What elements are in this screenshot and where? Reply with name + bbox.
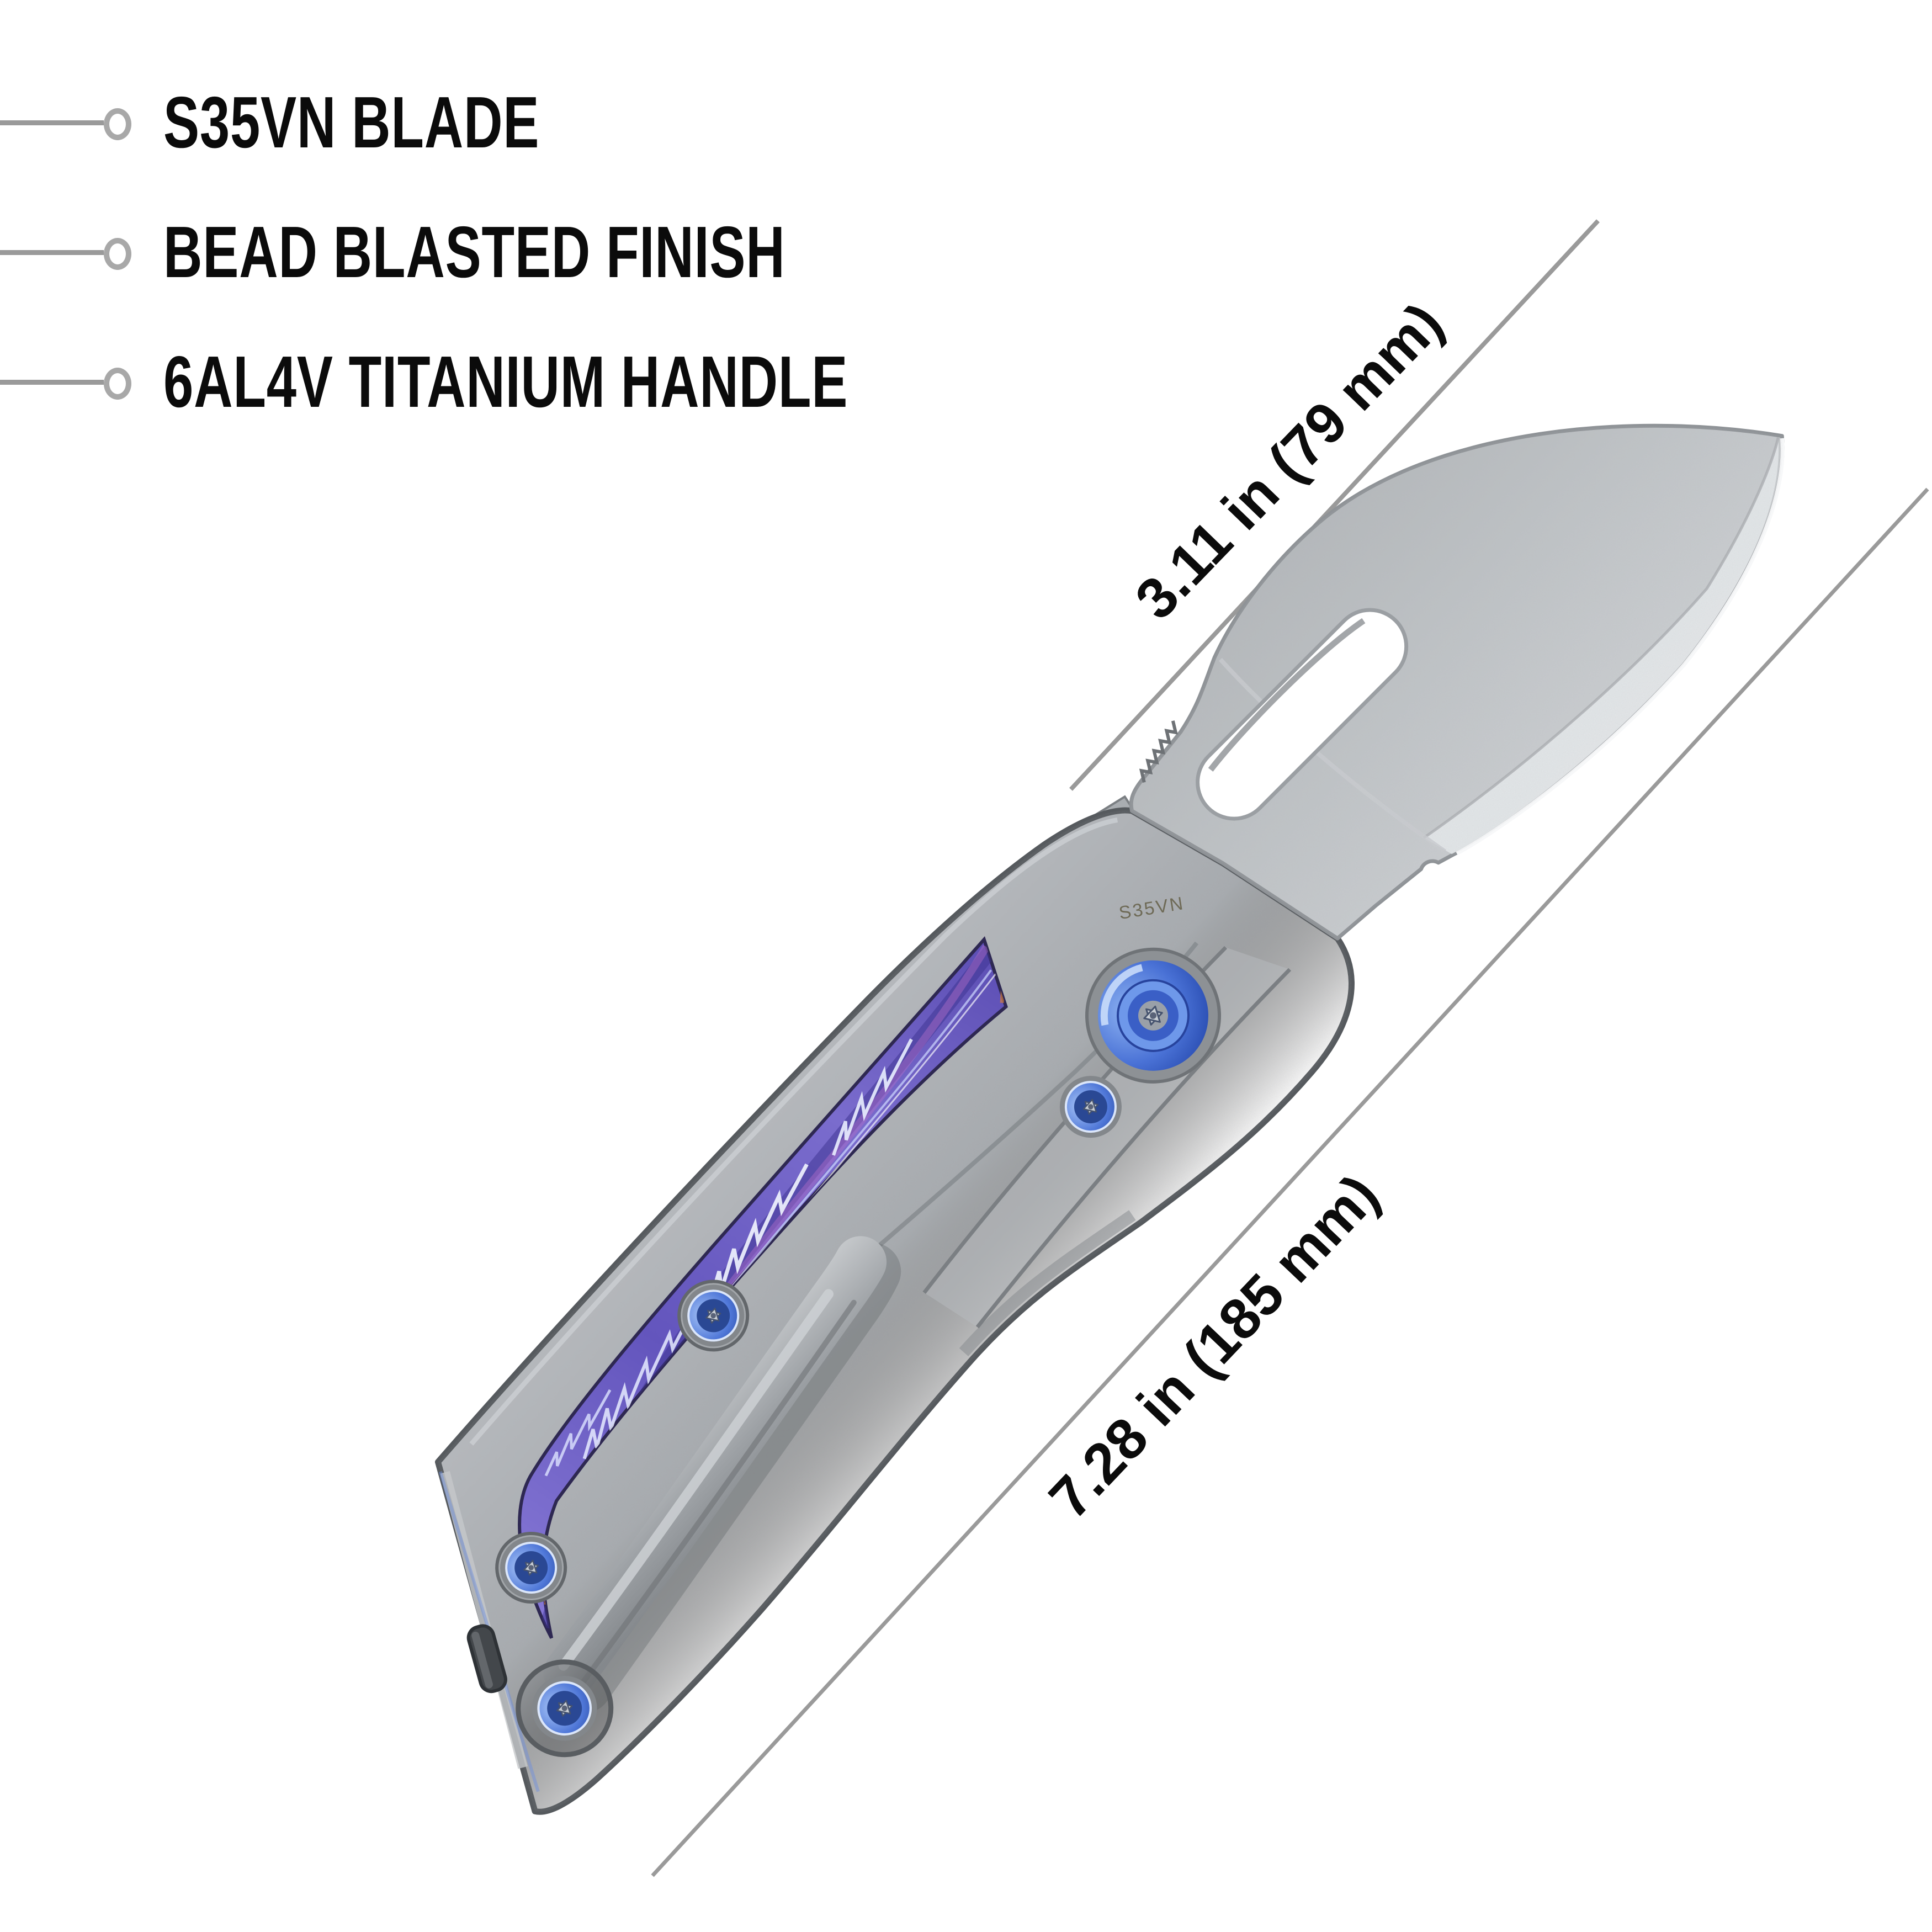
pivot-screw-icon [1085, 947, 1222, 1084]
lanyard-slot [466, 1624, 507, 1694]
callout-circle-icon [104, 238, 131, 270]
callout-circle-icon [104, 368, 131, 400]
feature-label-finish: BEAD BLASTED FINISH [163, 211, 785, 293]
callout-line [0, 120, 104, 125]
feature-label-blade-steel: S35VN BLADE [163, 82, 540, 163]
blade-length-line [1069, 219, 1600, 791]
overall-length-line [651, 487, 1929, 1877]
callout-line [0, 250, 104, 255]
knife: S35VN [434, 423, 1785, 1815]
callout-line [0, 380, 104, 385]
feature-label-handle-material: 6AL4V TITANIUM HANDLE [163, 341, 848, 422]
cutting-edge [1456, 438, 1785, 856]
jimping [1139, 720, 1178, 783]
thumb-hole [1196, 608, 1409, 821]
pocket-clip [516, 1236, 901, 1758]
callout-circle-icon [104, 108, 131, 140]
knife-blade: S35VN [1117, 423, 1785, 941]
